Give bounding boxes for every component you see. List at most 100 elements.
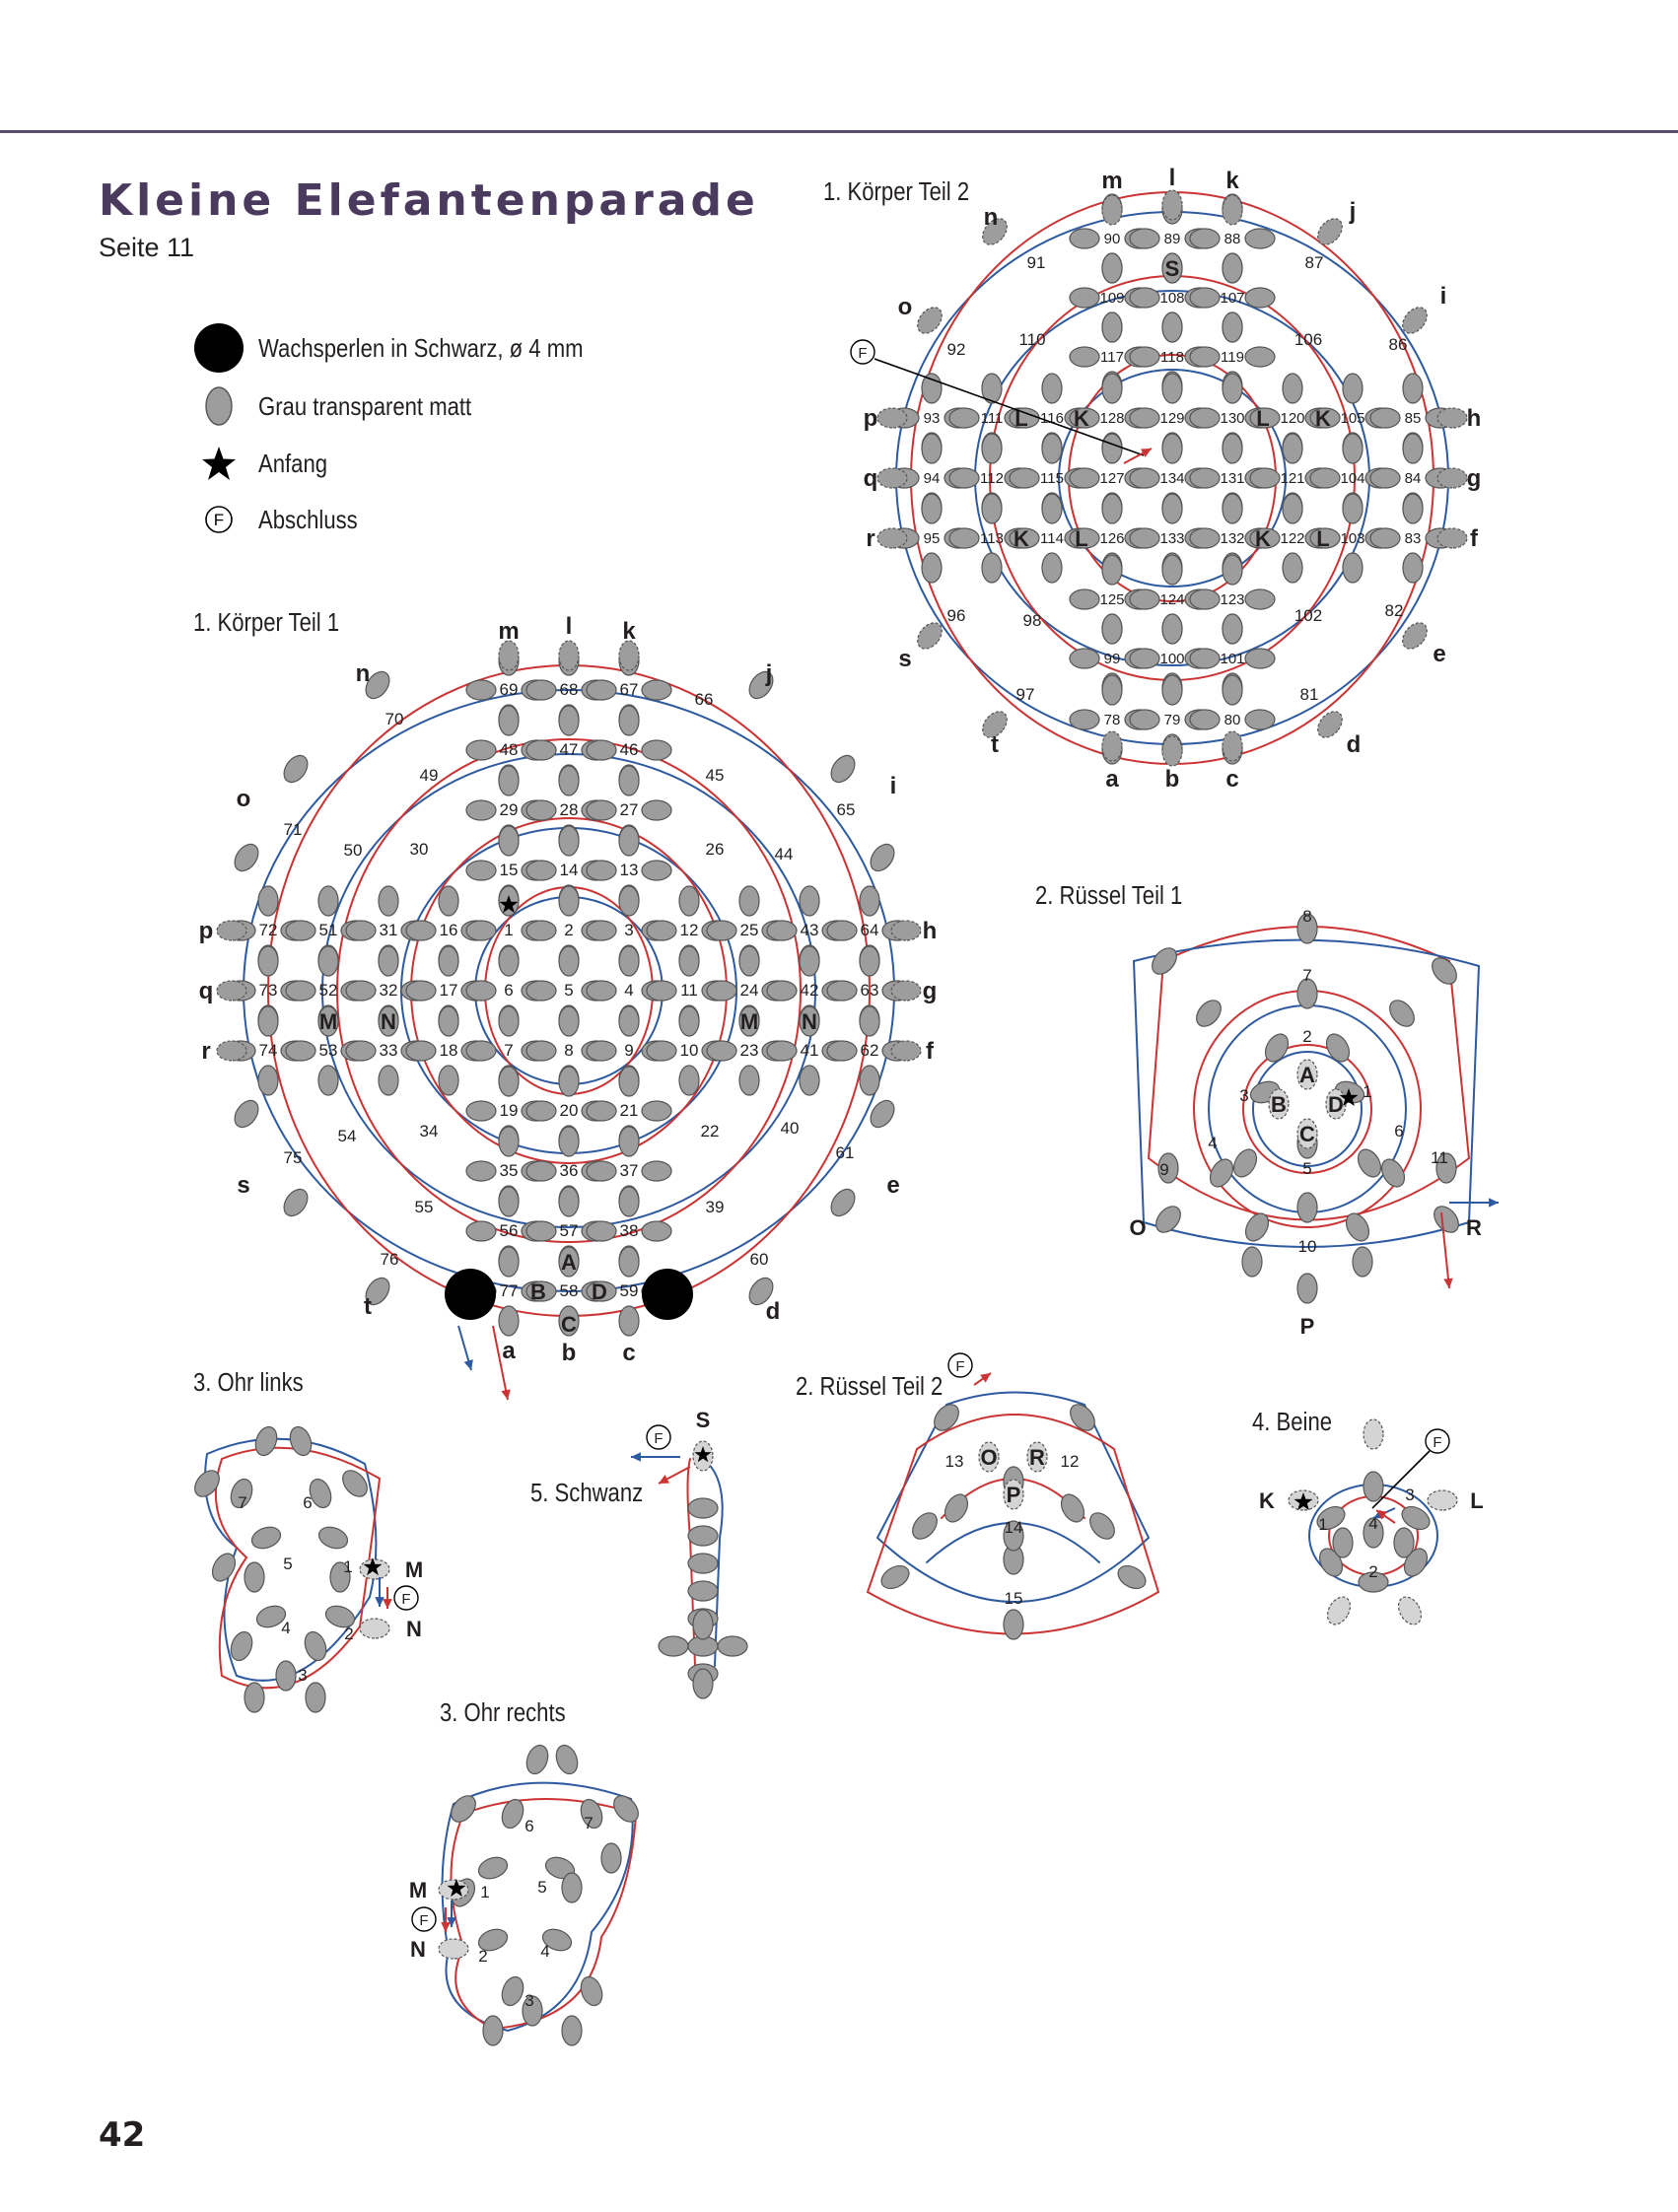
gray-bead: [255, 1605, 287, 1628]
gray-bead: [687, 1525, 719, 1547]
bead-number: 110: [1018, 330, 1045, 349]
gray-bead: [257, 945, 279, 977]
gray-bead: [1189, 527, 1221, 549]
gray-bead: [1009, 527, 1040, 549]
gray-bead: [1003, 1609, 1024, 1640]
gray-bead: [799, 885, 820, 917]
gray-bead: [1326, 1596, 1352, 1625]
bead-number: 22: [701, 1122, 720, 1141]
gray-bead: [876, 527, 908, 549]
bead-number: 28: [560, 800, 579, 819]
diagram-title: 5. Schwanz: [530, 1479, 643, 1507]
gray-bead: [586, 860, 617, 881]
arrow-head-icon: [463, 1359, 473, 1370]
bead-letter: O: [980, 1445, 997, 1470]
edge-label: c: [622, 1340, 635, 1366]
edge-label: s: [237, 1172, 249, 1199]
bead-number: 4: [540, 1942, 549, 1961]
bead-number: 59: [620, 1281, 639, 1300]
bead-number: 123: [1220, 591, 1244, 608]
gray-bead: [230, 1478, 253, 1509]
gray-bead: [438, 1005, 459, 1037]
gray-bead: [438, 885, 459, 917]
gray-bead: [561, 2015, 583, 2046]
bead-number: 6: [504, 981, 513, 1000]
bead-number: 72: [259, 921, 278, 939]
gray-bead: [234, 843, 259, 872]
edge-label: h: [923, 918, 938, 944]
bead-number: 13: [620, 861, 639, 879]
legend-finish: F Abschluss: [193, 495, 376, 544]
bead-number: 50: [344, 841, 363, 860]
bead-letter: A: [561, 1250, 577, 1275]
bead-letter: M: [319, 1009, 337, 1034]
arrow-head-icon: [501, 1389, 511, 1400]
gray-bead: [329, 1561, 351, 1593]
bead-number: 77: [500, 1281, 519, 1300]
bead-number: 105: [1340, 410, 1364, 427]
bead-number: 10: [1298, 1237, 1317, 1256]
gray-bead: [1129, 467, 1160, 489]
gray-bead: [1189, 709, 1221, 730]
gray-bead: [1342, 433, 1363, 464]
gray-bead: [558, 1186, 580, 1217]
bead-number: 114: [1040, 530, 1064, 547]
gray-bead: [498, 1305, 520, 1337]
gray-bead: [378, 885, 399, 917]
gray-bead: [285, 920, 316, 941]
legend-label: Abschluss: [258, 504, 358, 534]
gray-bead: [1189, 588, 1221, 610]
bead-number: 133: [1159, 530, 1184, 547]
bead-number: 32: [380, 981, 398, 1000]
bead-number: 118: [1160, 349, 1184, 366]
bead-number: 43: [801, 921, 819, 939]
gray-bead: [1101, 194, 1123, 226]
bead-number: 33: [380, 1041, 398, 1060]
gray-bead: [525, 920, 557, 941]
gray-bead: [641, 1100, 672, 1122]
gray-bead: [1282, 493, 1303, 524]
gray-bead: [934, 1404, 959, 1431]
gray-bead: [1152, 947, 1177, 975]
finish-icon: [646, 1424, 671, 1450]
gray-bead: [525, 1744, 549, 1775]
bead-number: 6: [303, 1493, 312, 1512]
edge-label: o: [237, 786, 251, 812]
bead-number: 31: [380, 921, 398, 939]
gray-bead: [244, 1561, 265, 1593]
gray-bead: [498, 825, 520, 857]
bead-letter: P: [1007, 1483, 1021, 1507]
bead-number: 53: [319, 1041, 338, 1060]
gray-bead: [1403, 1548, 1429, 1577]
top-rule: [0, 130, 1678, 133]
bead-number: 97: [1016, 685, 1035, 704]
bead-number: 55: [415, 1198, 434, 1216]
gray-bead: [646, 1040, 677, 1062]
gray-bead: [1309, 407, 1341, 429]
gray-bead: [978, 1441, 1000, 1473]
bead-letter: N: [802, 1009, 817, 1034]
gray-bead: [1332, 1527, 1354, 1558]
finish-leader: [874, 358, 1145, 456]
finish-label: F: [955, 1358, 964, 1375]
svg-text:F: F: [214, 511, 224, 529]
gray-bead: [917, 307, 943, 334]
bead-letter: N: [381, 1009, 396, 1034]
gray-bead: [1222, 613, 1243, 645]
gray-bead: [541, 1928, 573, 1952]
bead-number: 125: [1099, 591, 1124, 608]
thread-loop: [1242, 1044, 1372, 1174]
gray-bead: [317, 945, 339, 977]
gray-bead: [706, 920, 737, 941]
edge-label: i: [890, 773, 897, 799]
bead-number: 24: [740, 981, 759, 1000]
bead-letter: O: [1129, 1215, 1146, 1240]
gray-bead: [1317, 218, 1343, 245]
diagram-title: 1. Körper Teil 1: [193, 608, 339, 637]
gray-bead: [1342, 552, 1363, 584]
gray-bead: [1101, 433, 1123, 464]
gray-bead: [799, 945, 820, 977]
bead-number: 81: [1300, 685, 1319, 704]
gray-bead: [600, 1842, 622, 1874]
finish-leader: [1371, 1450, 1431, 1509]
